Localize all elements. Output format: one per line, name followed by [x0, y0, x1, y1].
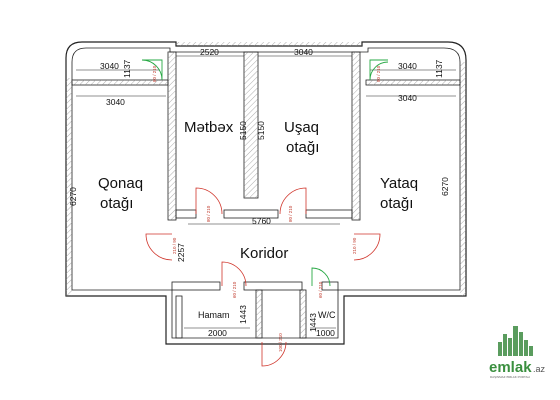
dim-bathroom-width: 2000 [208, 328, 227, 338]
logo-name: emlak [489, 359, 532, 376]
door-tag-1: 80 / 210 [152, 65, 157, 82]
dim-corridor-height: 2257 [176, 243, 186, 262]
door-children [279, 187, 307, 215]
dim-balcony-left-depth: 1137 [122, 59, 132, 78]
building-icon [498, 326, 533, 356]
door-tag-6: 210 / 90 [352, 237, 357, 254]
dim-living-height: 6270 [68, 187, 78, 206]
dim-kitchen-width: 2520 [200, 47, 219, 57]
door-kitchen [195, 187, 223, 215]
dim-balcony-right-depth: 1137 [434, 59, 444, 78]
dimension-labels: 2520 3040 3040 3040 3040 3040 5760 2000 … [68, 47, 450, 338]
dim-wc-width: 1000 [316, 328, 335, 338]
dim-children-height: 5150 [256, 121, 266, 140]
logo-tagline: DAŞINMAZ ƏMLAK PORTALI [490, 375, 530, 379]
door-tag-7: 60 / 210 [232, 281, 237, 298]
door-entrance [261, 341, 287, 367]
outer-walls [65, 41, 467, 345]
dim-balcony-right-width: 3040 [398, 61, 417, 71]
emlak-logo: emlak .az DAŞINMAZ ƏMLAK PORTALI [489, 326, 546, 379]
room-living-label-2: otağı [100, 195, 133, 212]
dim-balcony-left-width: 3040 [100, 61, 119, 71]
dimension-lines [76, 55, 456, 329]
room-bedroom-label-2: otağı [380, 195, 413, 212]
dim-wc-height: 1443 [308, 313, 318, 332]
door-tag-9: 100 / 210 [278, 333, 283, 352]
room-living-label-1: Qonaq [98, 175, 143, 192]
room-bathroom-label: Hamam [198, 310, 230, 320]
door-tag-4: 80 / 210 [288, 205, 293, 222]
logo-suffix: .az [533, 364, 546, 374]
dim-bathroom-height: 1443 [238, 305, 248, 324]
door-bedroom [353, 233, 381, 261]
door-living [145, 233, 173, 261]
dim-corridor-width: 5760 [252, 216, 271, 226]
dim-kitchen-height: 5150 [238, 121, 248, 140]
door-bathroom [221, 261, 247, 287]
door-tag-8: 60 / 210 [318, 281, 323, 298]
door-balcony-right [369, 59, 389, 81]
room-kitchen-label: Mətbəx [184, 119, 234, 136]
dim-bedroom-height: 6270 [440, 177, 450, 196]
dim-living-width: 3040 [106, 97, 125, 107]
room-children-label-2: otağı [286, 139, 319, 156]
balcony-doors [141, 59, 389, 287]
interior-doors [145, 187, 381, 367]
room-corridor-label: Koridor [240, 245, 288, 262]
door-wc [311, 267, 331, 287]
door-tag-5: 210 / 90 [172, 237, 177, 254]
room-labels: Mətbəx Uşaq otağı Qonaq otağı Yataq otağ… [98, 119, 418, 320]
door-balcony-left [141, 59, 163, 81]
dim-children-width: 3040 [294, 47, 313, 57]
dim-bedroom-width: 3040 [398, 93, 417, 103]
room-children-label-1: Uşaq [284, 119, 319, 136]
room-wc-label: W/C [318, 310, 336, 320]
interior-walls [167, 51, 361, 339]
balcony-rails [71, 79, 461, 86]
door-tag-2: 80 / 210 [376, 65, 381, 82]
door-tag-3: 80 / 210 [206, 205, 211, 222]
room-bedroom-label-1: Yataq [380, 175, 418, 192]
door-tags: 80 / 210 80 / 210 80 / 210 80 / 210 210 … [152, 65, 381, 352]
